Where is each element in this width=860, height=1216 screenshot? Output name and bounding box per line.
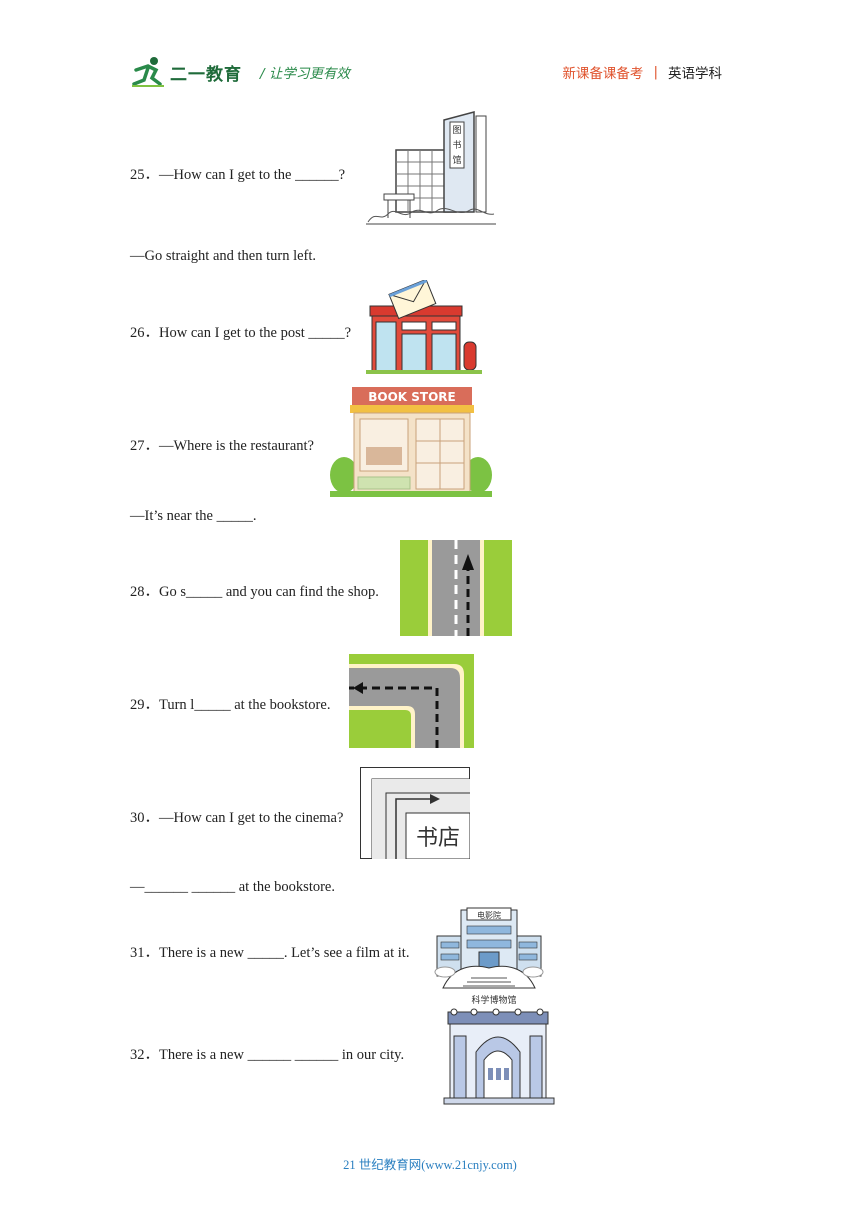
library-sign-char-2: 书 (452, 140, 461, 151)
turn-left-road-image (349, 654, 474, 748)
cinema-building-image: 电影院 (434, 907, 544, 989)
library-building-image: 图 书 馆 (366, 111, 496, 225)
science-museum-image: 科学博物馆 (443, 994, 555, 1105)
library-sign-char-3: 馆 (452, 154, 461, 166)
answer-25: —Go straight and then turn left. (130, 248, 317, 264)
turn-right-map-image: 书店 (360, 767, 470, 859)
answer-27: —It’s near the _____. (130, 508, 257, 524)
map-bookstore-label: 书店 (416, 826, 460, 851)
arrow-left-icon (353, 682, 363, 694)
header-right: 新课备课备考 | 英语学科 (562, 62, 722, 82)
answer-30: —______ ______ at the bookstore. (130, 879, 335, 895)
bookstore-sign: BOOK STORE (368, 390, 456, 404)
post-office-image (366, 280, 482, 374)
header-logo-area: 二一教育 / 让学习更有效 (130, 56, 350, 88)
arrow-right-icon (430, 794, 440, 804)
question-31: 31．There is a new _____. Let’s see a fil… (130, 945, 410, 961)
go-straight-road-image (400, 540, 512, 636)
cinema-sign: 电影院 (477, 910, 501, 920)
header-subject: 英语学科 (668, 66, 722, 82)
runner-logo-icon (132, 57, 164, 87)
question-32: 32．There is a new ______ ______ in our c… (130, 1047, 405, 1063)
header-course-label: 新课备课备考 (562, 66, 644, 82)
slogan: / 让学习更有效 (260, 66, 350, 82)
logo-text: 二一教育 (170, 64, 242, 85)
header-separator: | (653, 64, 658, 80)
footer-text: 21 世纪教育网(www.21cnjy.com) (343, 1158, 517, 1172)
library-sign-char-1: 图 (452, 125, 461, 136)
question-29: 29．Turn l_____ at the bookstore. (130, 697, 331, 713)
question-27: 27．—Where is the restaurant? (130, 438, 314, 454)
question-26: 26．How can I get to the post _____? (130, 325, 352, 341)
bookstore-image: BOOK STORE (330, 387, 492, 497)
arrow-up-icon (462, 554, 474, 570)
question-25: 25．—How can I get to the ______? (130, 167, 346, 183)
question-30: 30．—How can I get to the cinema? (130, 810, 344, 826)
question-28: 28．Go s_____ and you can find the shop. (130, 584, 379, 600)
museum-sign: 科学博物馆 (471, 994, 516, 1006)
